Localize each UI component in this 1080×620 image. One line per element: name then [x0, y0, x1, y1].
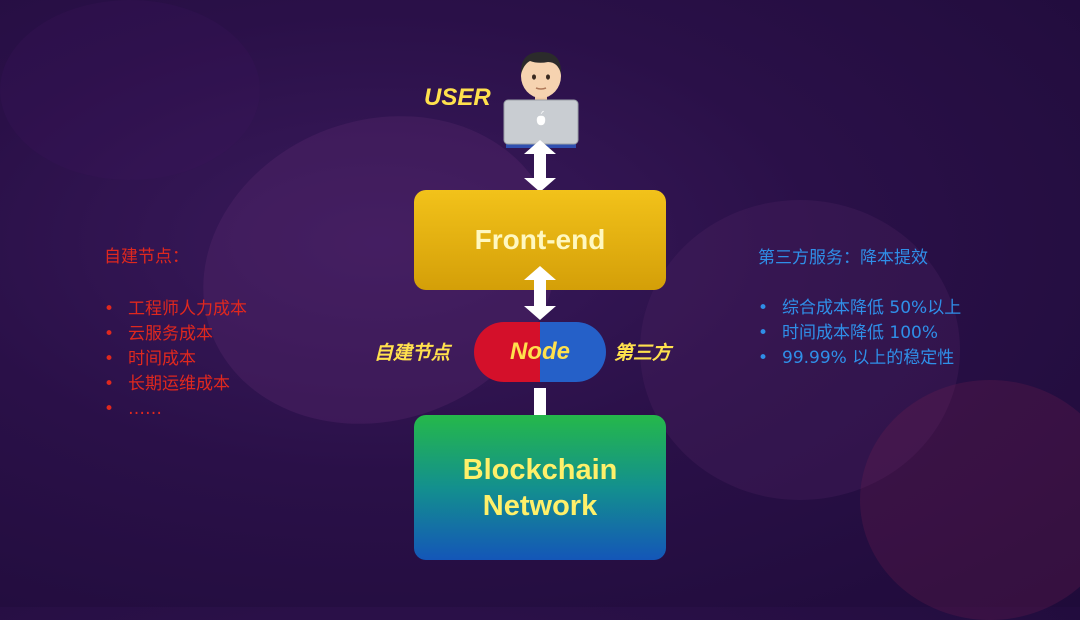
- third-party-node-label: 第三方: [614, 342, 672, 364]
- list-item: 长期运维成本: [104, 372, 247, 397]
- frontend-label: Front-end: [474, 224, 606, 255]
- bidirectional-arrow-icon: [524, 266, 556, 320]
- node-self-hosted-half: [474, 322, 540, 382]
- self-hosted-cost-list: 自建节点： 工程师人力成本 云服务成本 时间成本 长期运维成本 ……: [104, 242, 247, 422]
- background-shape: [860, 380, 1080, 620]
- list-item: 时间成本: [104, 347, 247, 372]
- person-with-laptop-icon: [503, 52, 579, 148]
- third-party-title: 第三方服务：降本提效: [758, 248, 928, 268]
- list-item: 时间成本降低 100%: [758, 321, 961, 346]
- list-item: 工程师人力成本: [104, 297, 247, 322]
- node-label: Node: [510, 338, 570, 365]
- self-hosted-node-label: 自建节点: [374, 342, 451, 364]
- self-hosted-title: 自建节点：: [104, 247, 189, 267]
- third-party-items: 综合成本降低 50%以上 时间成本降低 100% 99.99% 以上的稳定性: [758, 296, 961, 371]
- third-party-benefit-list: 第三方服务：降本提效 综合成本降低 50%以上 时间成本降低 100% 99.9…: [758, 243, 961, 371]
- background-shape: [0, 0, 260, 180]
- user-label: USER: [424, 84, 491, 111]
- list-item: 云服务成本: [104, 322, 247, 347]
- self-hosted-items: 工程师人力成本 云服务成本 时间成本 长期运维成本 ……: [104, 297, 247, 422]
- node-third-party-half: [540, 322, 606, 382]
- blockchain-label-line1: Blockchain: [462, 453, 618, 486]
- blockchain-network-box: Blockchain Network: [414, 415, 666, 560]
- node-pill: Node: [474, 322, 606, 382]
- bidirectional-arrow-icon: [524, 140, 556, 192]
- list-item: 99.99% 以上的稳定性: [758, 346, 961, 371]
- list-item: ……: [104, 397, 247, 422]
- list-item: 综合成本降低 50%以上: [758, 296, 961, 321]
- blockchain-label-line2: Network: [482, 489, 598, 522]
